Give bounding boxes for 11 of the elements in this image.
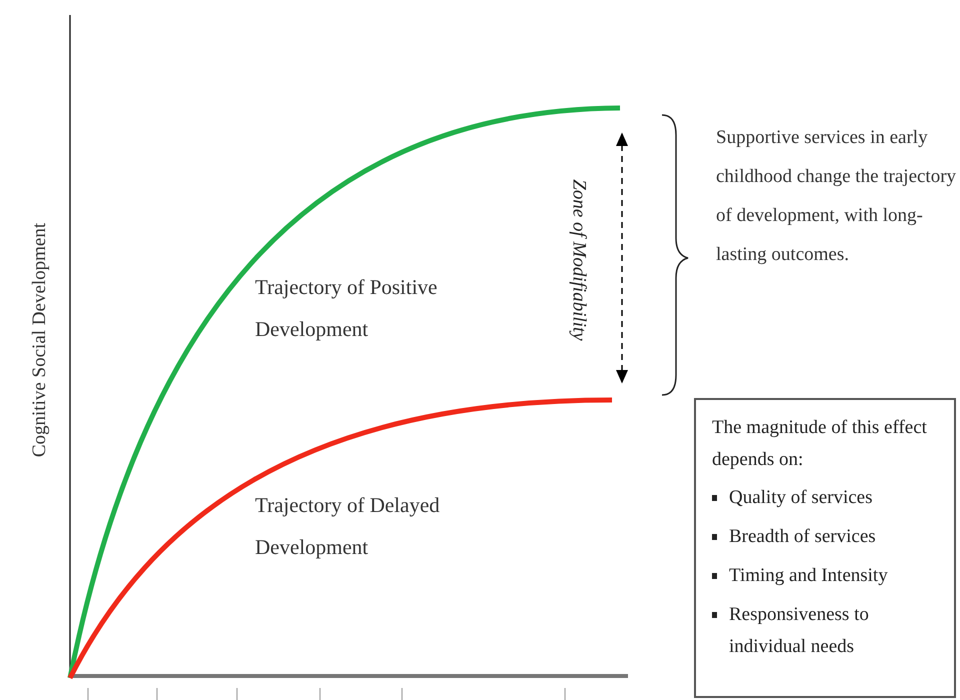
info-box bbox=[694, 398, 956, 698]
bullet-text: Timing and Intensity bbox=[729, 564, 888, 588]
bullet-text: Responsiveness to individual needs bbox=[729, 603, 870, 659]
curve-label: Trajectory of Positive Development bbox=[255, 274, 438, 343]
bullet-text: Breadth of services bbox=[729, 525, 876, 549]
axis-label: Cognitive Social Development bbox=[28, 222, 51, 458]
box-heading: The magnitude of this effect depends on: bbox=[712, 416, 928, 472]
zone-label: Zone of Modifiability bbox=[567, 179, 590, 341]
curve-label: Trajectory of Delayed Development bbox=[255, 492, 441, 561]
bullet-text: Quality of services bbox=[729, 486, 873, 510]
note-text: Supportive services in early childhood change the trajectory of development, with long-lasting outcomes. bbox=[716, 126, 958, 267]
